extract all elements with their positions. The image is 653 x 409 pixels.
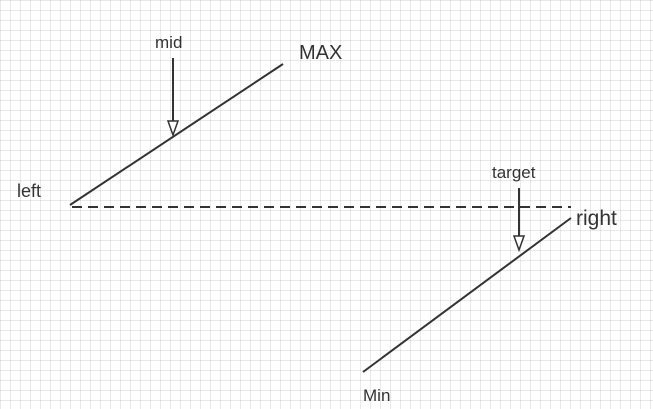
lower-slope-line xyxy=(362,217,572,373)
upper-slope-line xyxy=(69,63,284,206)
min-label: Min xyxy=(363,386,390,405)
right-label: right xyxy=(576,207,617,230)
max-label: MAX xyxy=(299,42,342,64)
target-arrow xyxy=(512,188,526,253)
left-label: left xyxy=(17,181,41,201)
mid-label: mid xyxy=(155,33,182,52)
target-label: target xyxy=(492,163,536,182)
mid-arrow xyxy=(166,58,180,138)
